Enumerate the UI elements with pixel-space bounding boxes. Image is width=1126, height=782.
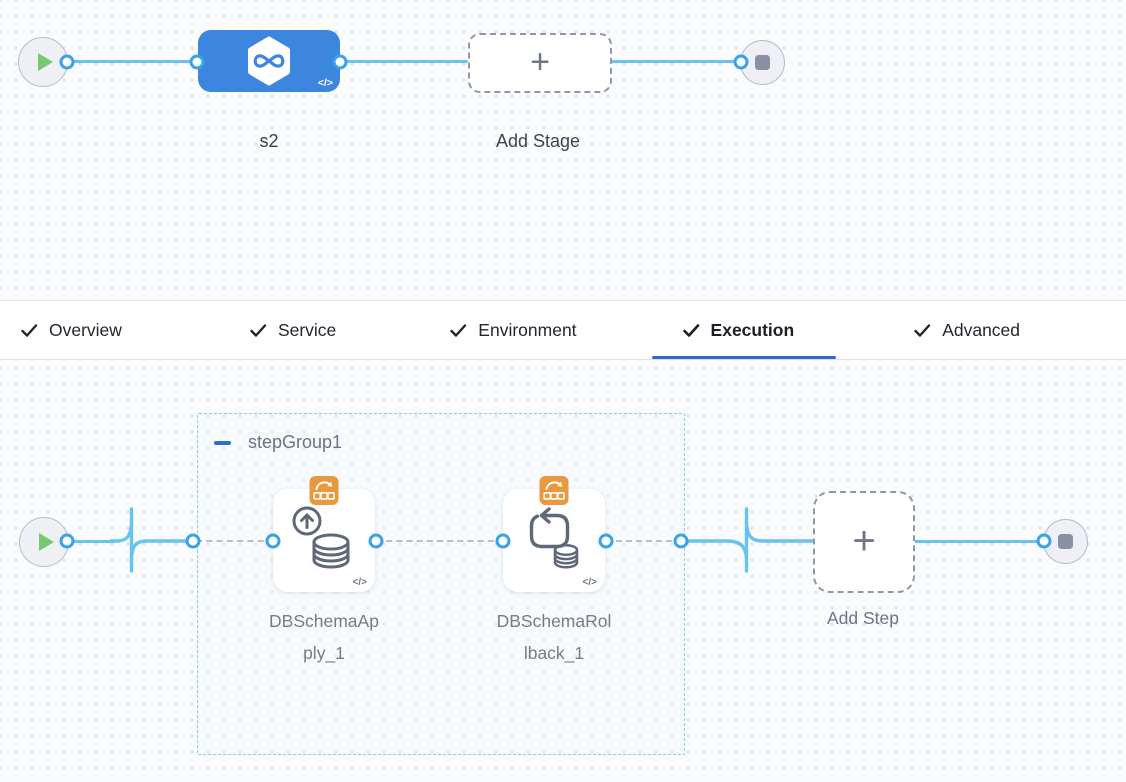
connector-port[interactable] <box>59 533 75 549</box>
code-view-icon[interactable]: </> <box>582 577 597 588</box>
connector-port[interactable] <box>368 533 384 549</box>
exec-connector-line <box>911 539 1044 543</box>
stage-config-tabbar: Overview Service Environment Execution A… <box>0 300 1126 360</box>
db-devops-badge-icon <box>309 476 339 505</box>
harness-cd-hexagon-icon <box>245 36 293 86</box>
tab-label: Overview <box>49 319 122 340</box>
tab-execution[interactable]: Execution <box>651 301 837 359</box>
tab-advanced[interactable]: Advanced <box>914 301 1020 359</box>
collapse-step-group-icon[interactable] <box>214 441 231 445</box>
stage-node-s2[interactable]: </> <box>198 30 340 92</box>
step-group-label: stepGroup1 <box>248 432 343 452</box>
code-view-icon[interactable]: </> <box>352 577 367 588</box>
db-schema-apply-icon <box>292 506 350 569</box>
connector-port[interactable] <box>59 54 75 69</box>
check-icon <box>450 323 467 338</box>
stop-icon <box>755 54 770 70</box>
db-schema-rollback-icon <box>529 507 579 569</box>
connector-port[interactable] <box>598 533 614 549</box>
connector-port[interactable] <box>495 533 511 549</box>
add-stage-button[interactable]: + <box>468 33 612 93</box>
code-view-icon[interactable]: </> <box>317 77 333 89</box>
add-step-button[interactable]: + <box>813 491 915 593</box>
stage-connector-line <box>67 60 198 63</box>
tab-environment[interactable]: Environment <box>450 301 577 359</box>
stage-connector-line <box>340 60 468 63</box>
step-card-dbschemaapply[interactable]: </> <box>273 476 375 592</box>
play-icon <box>39 533 54 551</box>
step-card-dbschemarollback[interactable]: </> <box>503 476 605 592</box>
stop-icon <box>1058 534 1073 549</box>
tab-label: Execution <box>710 319 795 340</box>
play-icon <box>38 52 53 71</box>
exec-dashed-line <box>606 539 682 542</box>
tab-label: Service <box>277 319 337 340</box>
add-step-label: Add Step <box>827 608 899 628</box>
step-group-container[interactable] <box>197 413 685 755</box>
exec-connector-line <box>67 539 115 543</box>
check-icon <box>914 323 931 338</box>
step-label: DBSchemaApply_1 <box>269 611 379 663</box>
execution-end-node[interactable] <box>1043 519 1088 564</box>
plus-icon: + <box>530 42 550 81</box>
stage-connector-line <box>608 60 742 63</box>
connector-port[interactable] <box>185 533 201 549</box>
check-icon <box>21 323 38 338</box>
connector-port[interactable] <box>332 54 348 69</box>
connector-port[interactable] <box>1036 533 1052 549</box>
connector-port[interactable] <box>265 533 281 549</box>
connector-port[interactable] <box>673 533 689 549</box>
tab-overview[interactable]: Overview <box>21 301 122 359</box>
connector-port[interactable] <box>189 54 205 69</box>
parallel-merge-connector <box>110 507 194 573</box>
active-tab-underline <box>651 355 837 359</box>
check-icon <box>682 323 700 338</box>
tab-label: Advanced <box>942 319 1021 340</box>
stage-name-label: s2 <box>259 131 279 151</box>
add-stage-label: Add Stage <box>495 131 581 151</box>
exec-dashed-line <box>196 539 274 542</box>
tab-service[interactable]: Service <box>250 301 336 359</box>
check-icon <box>250 323 267 338</box>
plus-icon: + <box>852 518 876 563</box>
exec-dashed-line <box>376 539 504 542</box>
step-label: DBSchemaRollback_1 <box>496 611 612 663</box>
parallel-merge-connector <box>686 507 815 573</box>
tab-label: Environment <box>478 319 577 340</box>
db-devops-badge-icon <box>539 476 569 505</box>
connector-port[interactable] <box>733 54 749 69</box>
